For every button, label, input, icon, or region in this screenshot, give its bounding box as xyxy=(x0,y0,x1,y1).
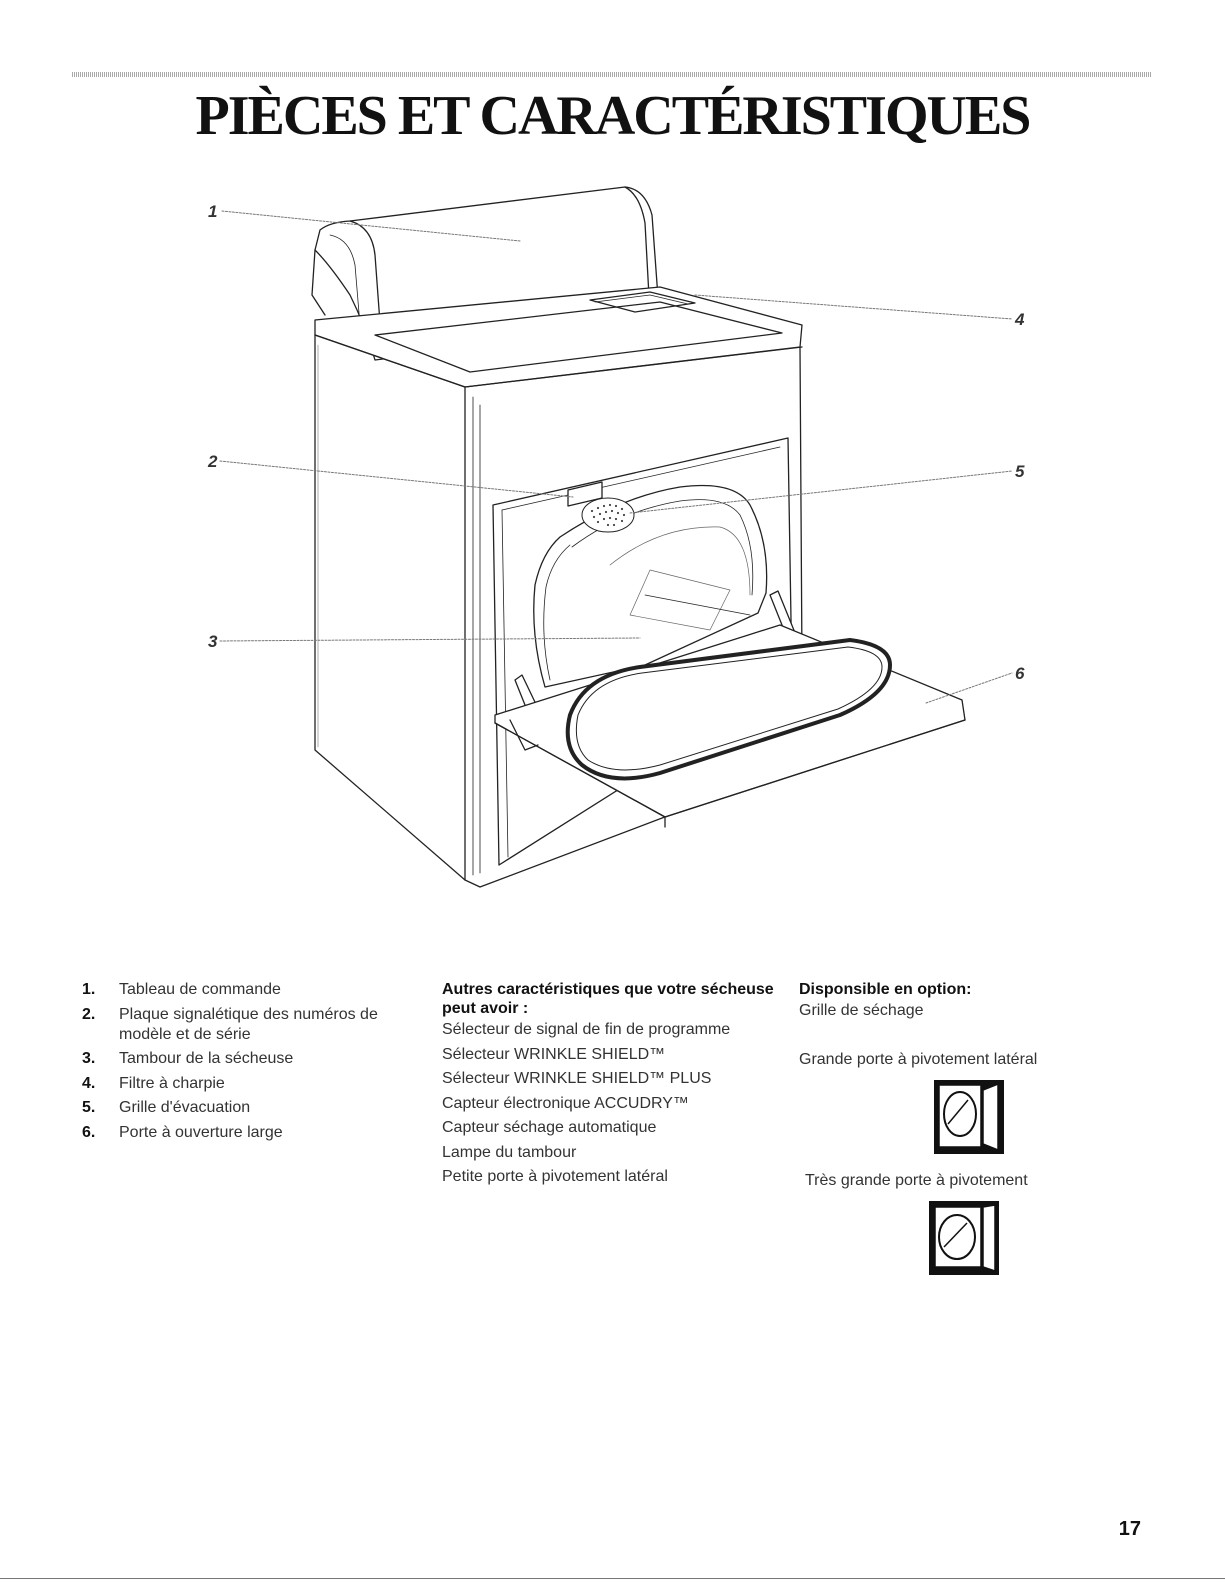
feature-item: Petite porte à pivotement latéral xyxy=(442,1168,668,1185)
feature-item: Capteur électronique ACCUDRY™ xyxy=(442,1094,689,1112)
part-item: 4. Filtre à charpie xyxy=(82,1074,412,1094)
xl-door-option: Très grande porte à pivotement xyxy=(805,1171,1028,1189)
part-label: Filtre à charpie xyxy=(119,1074,225,1092)
callout-1: 1 xyxy=(208,202,217,221)
optional-column: Disponsible en option: Grille de séchage… xyxy=(799,980,1099,1290)
top-rule xyxy=(72,72,1152,77)
part-label: Tableau de commande xyxy=(119,981,281,998)
dryer-illustration: 1 2 3 4 5 6 xyxy=(190,175,1050,915)
bottom-rule xyxy=(0,1578,1225,1579)
part-item: 1. Tableau de commande xyxy=(82,980,412,1000)
callout-3: 3 xyxy=(208,632,218,651)
extra-large-door-icon xyxy=(929,1201,999,1275)
large-door-option: Grande porte à pivotement latéral xyxy=(799,1050,1038,1068)
part-item: 2. Plaque signalétique des numéros de mod… xyxy=(82,1005,412,1045)
callout-5: 5 xyxy=(1015,462,1025,481)
part-number: 4. xyxy=(82,1074,96,1092)
other-features-heading: Autres caractéristiques que votre sécheu… xyxy=(442,981,774,1017)
drying-rack-option: Grille de séchage xyxy=(799,1002,924,1019)
optional-heading: Disponsible en option: xyxy=(799,981,972,998)
part-number: 2. xyxy=(82,1005,96,1023)
feature-item: Lampe du tambour xyxy=(442,1143,577,1161)
page-number: 17 xyxy=(1118,1518,1141,1540)
callout-4: 4 xyxy=(1014,310,1025,329)
part-item: 6. Porte à ouverture large xyxy=(82,1123,412,1143)
dryer-drawing: 1 2 3 4 5 6 xyxy=(207,186,1025,888)
part-label: Grille d'évacuation xyxy=(119,1099,251,1116)
large-side-swing-door-icon xyxy=(934,1080,1004,1154)
part-number: 3. xyxy=(82,1050,96,1067)
parts-list: 1. Tableau de commande 2. Plaque signaléti… xyxy=(82,980,412,1143)
callout-2: 2 xyxy=(207,452,218,471)
feature-item: Sélecteur de signal de fin de programme xyxy=(442,1021,731,1038)
feature-item: Sélecteur WRINKLE SHIELD™ xyxy=(442,1045,666,1063)
feature-item: Capteur séchage automatique xyxy=(442,1119,657,1136)
part-item: 3. Tambour de la sécheuse xyxy=(82,1049,412,1069)
part-number: 6. xyxy=(82,1123,96,1141)
part-number: 1. xyxy=(82,981,96,998)
part-number: 5. xyxy=(82,1099,96,1116)
part-item: 5. Grille d'évacuation xyxy=(82,1098,412,1118)
other-features-column: Autres caractéristiques que votre sécheu… xyxy=(442,980,782,1190)
callout-6: 6 xyxy=(1015,664,1025,683)
parts-list-column: 1. Tableau de commande 2. Plaque signaléti… xyxy=(82,980,412,1147)
part-label: Porte à ouverture large xyxy=(119,1123,283,1141)
page-title: PIÈCES ET CARACTÉRISTIQUES xyxy=(195,85,1032,147)
part-label: Plaque signalétique des numéros de modèl… xyxy=(119,1005,378,1043)
part-label: Tambour de la sécheuse xyxy=(119,1050,294,1067)
feature-item: Sélecteur WRINKLE SHIELD™ PLUS xyxy=(442,1070,712,1087)
